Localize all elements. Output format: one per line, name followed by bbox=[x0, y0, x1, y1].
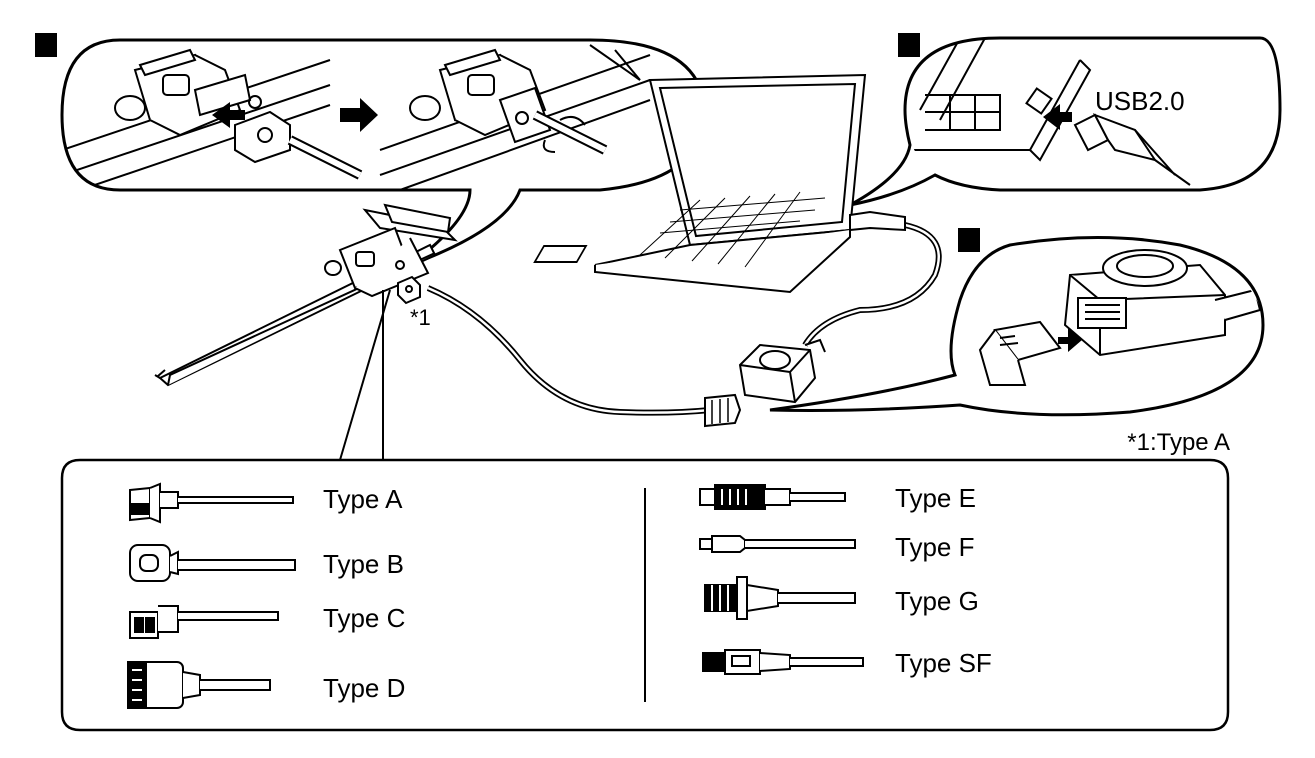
step3-number: 3 bbox=[904, 36, 915, 57]
legend-callout bbox=[339, 289, 391, 461]
insert-arrow-2 bbox=[1058, 328, 1082, 352]
step2-badge: 2 bbox=[958, 228, 980, 252]
usb-input-tool-closeup bbox=[1063, 249, 1262, 357]
insert-arrow-1 bbox=[212, 102, 245, 128]
usb-insert-arrow bbox=[1043, 104, 1072, 130]
caliper-closeup-before bbox=[62, 48, 331, 190]
footnote-marker: *1 bbox=[410, 305, 431, 330]
step3-bubble: USB2.0 bbox=[849, 36, 1282, 207]
type-a-plug-on-caliper bbox=[397, 275, 421, 305]
type-d-label: Type D bbox=[323, 673, 405, 703]
step2-bubble bbox=[769, 236, 1265, 417]
footnote-text: *1:Type A bbox=[1127, 429, 1230, 456]
type-sf-label: Type SF bbox=[895, 648, 992, 678]
type-e-connector-icon bbox=[699, 484, 846, 510]
usb-cable bbox=[802, 210, 942, 347]
type-a-plug-closeup bbox=[234, 110, 363, 180]
arrow-right-icon bbox=[340, 98, 378, 132]
step2-number: 2 bbox=[964, 231, 975, 252]
step3-badge: 3 bbox=[898, 33, 920, 57]
usb-label: USB2.0 bbox=[1095, 86, 1185, 116]
type-g-connector-icon bbox=[704, 576, 856, 620]
step1-bubble bbox=[60, 38, 707, 267]
caliper-icon bbox=[154, 203, 458, 387]
connector-legend: Type A Type B Type C Type D Type E Type … bbox=[60, 458, 1230, 732]
type-a-label: Type A bbox=[323, 484, 403, 514]
type-a-connector-icon bbox=[129, 482, 294, 524]
step1-badge: 1 bbox=[35, 33, 57, 57]
type-b-label: Type B bbox=[323, 549, 404, 579]
usb-input-tool-icon bbox=[738, 338, 826, 404]
type-d-connector-icon bbox=[127, 661, 271, 709]
type-d-plug-closeup bbox=[978, 320, 1062, 386]
legend-labels-left: Type A Type B Type C Type D bbox=[323, 484, 405, 703]
caliper-cable bbox=[426, 285, 742, 428]
legend-labels-right: Type E Type F Type G Type SF bbox=[895, 483, 992, 678]
type-b-connector-icon bbox=[129, 544, 296, 582]
caliper-closeup-after bbox=[379, 44, 651, 190]
type-f-connector-icon bbox=[699, 535, 856, 553]
type-sf-connector-icon bbox=[702, 649, 864, 675]
step1-number: 1 bbox=[41, 36, 52, 57]
laptop-icon bbox=[533, 73, 867, 294]
type-e-label: Type E bbox=[895, 483, 976, 513]
type-g-label: Type G bbox=[895, 586, 979, 616]
type-f-label: Type F bbox=[895, 532, 974, 562]
type-c-label: Type C bbox=[323, 603, 405, 633]
usb-plug-icon bbox=[1073, 113, 1191, 186]
type-c-connector-icon bbox=[129, 605, 279, 639]
